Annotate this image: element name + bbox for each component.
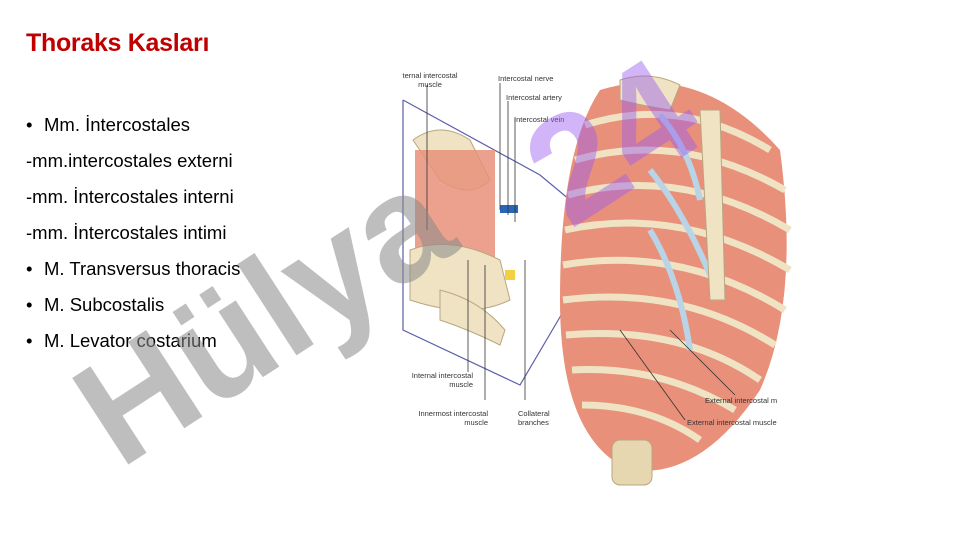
bullet-icon: • [26, 114, 33, 135]
list-item: •M. Transversus thoracis [26, 256, 240, 292]
bullet-icon: • [26, 330, 33, 351]
bullet-icon: • [26, 294, 33, 315]
thorax-illustration [402, 75, 792, 486]
label-external-intercostal-top: ternal intercostal muscle [402, 71, 458, 89]
label-external-intercostal-m: External intercostal m [705, 396, 778, 405]
list-item: •M. Levator costarium [26, 328, 240, 364]
label-internal-intercostal: Internal intercostal muscle [411, 371, 473, 389]
label-collateral-branches: Collateral branches [518, 409, 550, 427]
label-intercostal-artery: Intercostal artery [506, 93, 562, 102]
label-innermost-intercostal: Innermost intercostal muscle [418, 409, 488, 427]
rib-cage [560, 75, 792, 486]
rib-segment-inset [409, 129, 518, 346]
list-item: •Mm. İntercostales [26, 112, 240, 148]
list-item: -mm.intercostales externi [26, 150, 233, 171]
label-intercostal-nerve: Intercostal nerve [498, 74, 554, 83]
list-item: -mm. İntercostales interni [26, 186, 234, 207]
bullet-icon: • [26, 258, 33, 279]
label-intercostal-vein: Intercostal vein [514, 115, 565, 124]
slide-title: Thoraks Kasları [26, 29, 210, 57]
muscle-list: •Mm. İntercostales -mm.intercostales ext… [26, 112, 240, 364]
label-external-intercostal-muscle: External intercostal muscle [687, 418, 777, 427]
list-item: -mm. İntercostales intimi [26, 222, 227, 243]
list-item: •M. Subcostalis [26, 292, 240, 328]
